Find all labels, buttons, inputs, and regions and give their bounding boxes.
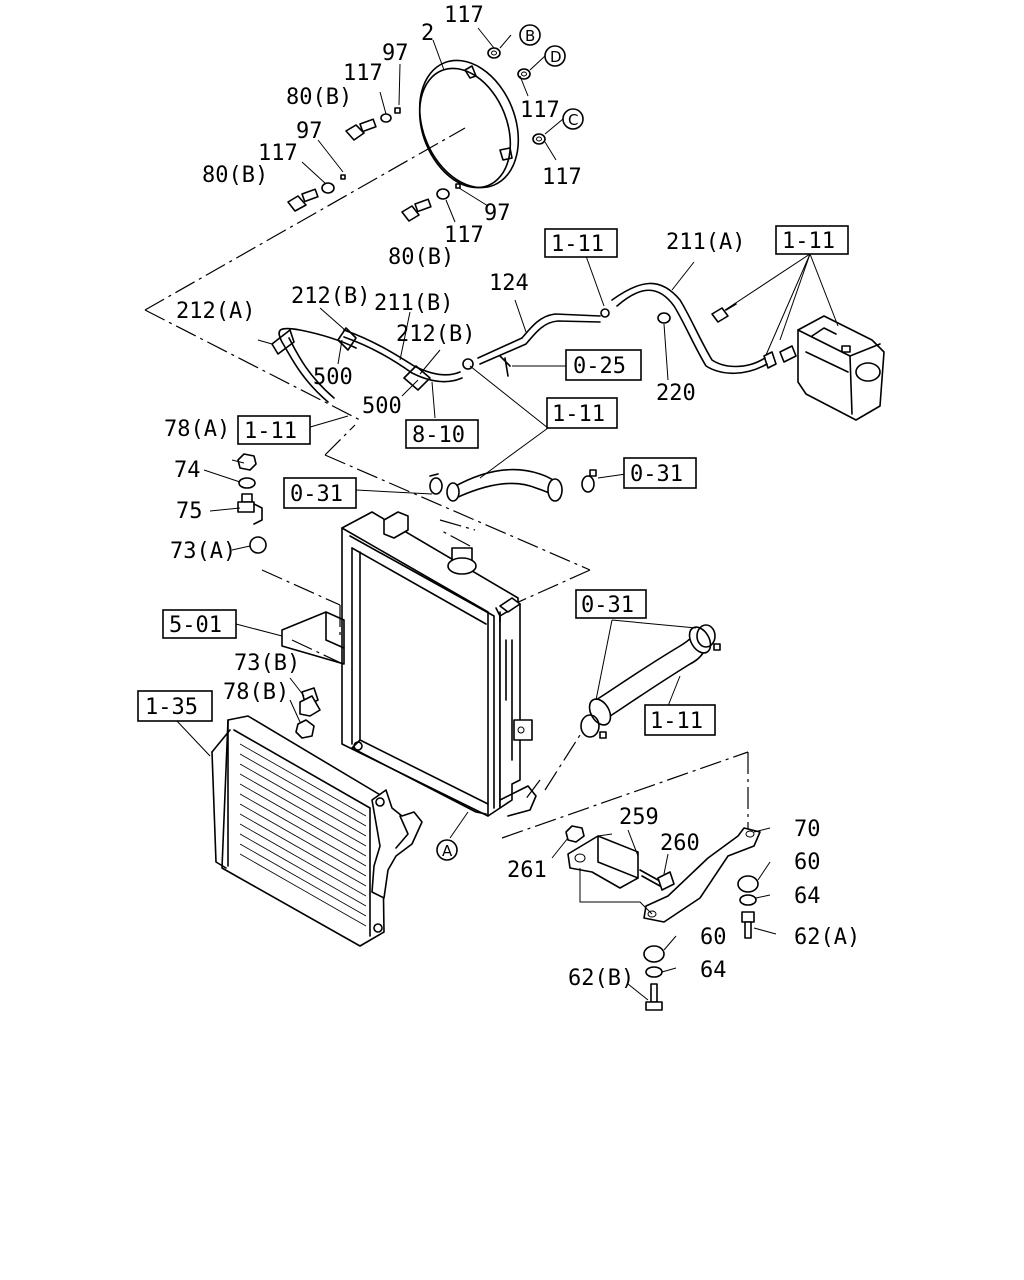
part-label: 212(B)	[396, 322, 475, 347]
part-label: 62(A)	[794, 925, 860, 950]
part-label: 78(B)	[223, 680, 289, 705]
ref-box	[775, 225, 849, 255]
upper-radiator-hose	[429, 468, 597, 502]
ref-box	[623, 457, 697, 489]
part-label: 211(B)	[374, 291, 453, 316]
connection-letter: B	[525, 27, 535, 45]
ref-box-label: 1-11	[552, 402, 605, 427]
part-label: 75	[176, 499, 203, 524]
ref-box-label: 0-31	[290, 482, 343, 507]
part-label: 62(B)	[568, 966, 634, 991]
connection-markers: B D C A	[436, 24, 584, 861]
ref-box	[162, 609, 237, 639]
part-labels: 117 2 97 117 80(B) 97 117 80(B) 117 117 …	[164, 3, 860, 991]
assembly-centerlines	[144, 127, 749, 839]
part-label: 117	[444, 3, 484, 28]
ref-box-label: 8-10	[412, 423, 465, 448]
part-label: 117	[444, 223, 484, 248]
fasteners-top	[287, 47, 546, 222]
part-label: 80(B)	[286, 85, 352, 110]
part-label: 73(B)	[234, 651, 300, 676]
part-label: 211(A)	[666, 230, 745, 255]
reference-boxes: 1-11 1-11 0-25 1-11 8-10 1-11 0-31 0-31 …	[137, 225, 849, 736]
ref-box	[137, 690, 213, 722]
part-label: 80(B)	[202, 163, 268, 188]
ref-box-label: 0-25	[573, 354, 626, 379]
part-label: 500	[313, 365, 353, 390]
ref-box	[405, 419, 479, 449]
part-label: 2	[421, 21, 434, 46]
part-label: 80(B)	[388, 245, 454, 270]
ref-box-label: 1-11	[782, 229, 835, 254]
part-label: 500	[362, 394, 402, 419]
leaders-lower	[175, 253, 839, 1001]
left-fasteners	[237, 453, 321, 739]
ref-box	[546, 397, 618, 429]
ref-box-label: 1-11	[244, 419, 297, 444]
connection-letter: D	[550, 48, 562, 66]
ref-box	[644, 704, 716, 736]
connection-circle-b	[519, 24, 541, 46]
connection-circle-c	[562, 108, 584, 130]
part-label: 260	[660, 831, 700, 856]
part-label: 220	[656, 381, 696, 406]
part-label: 78(A)	[164, 417, 230, 442]
intercooler	[211, 715, 423, 947]
part-label: 73(A)	[170, 539, 236, 564]
part-label: 97	[484, 201, 511, 226]
part-label: 261	[507, 858, 547, 883]
part-label: 212(B)	[291, 284, 370, 309]
part-label: 97	[296, 119, 323, 144]
part-label: 70	[794, 817, 821, 842]
ref-box	[237, 415, 311, 445]
bracket-5-01	[281, 611, 345, 665]
ref-box-label: 1-11	[551, 232, 604, 257]
ref-box-label: 0-31	[630, 462, 683, 487]
ref-box	[565, 349, 642, 381]
radiator-core	[341, 511, 537, 817]
ref-box-label: 0-31	[581, 593, 634, 618]
coolant-hoses	[271, 282, 797, 403]
ref-box	[575, 589, 647, 619]
part-label: 124	[489, 271, 529, 296]
part-label: 117	[258, 141, 298, 166]
part-label: 60	[700, 925, 727, 950]
lower-mount-brackets	[565, 825, 761, 1011]
part-label: 64	[700, 958, 727, 983]
reservoir-tank	[797, 315, 885, 421]
part-label: 117	[542, 165, 582, 190]
ref-box	[544, 228, 618, 258]
part-label: 117	[343, 61, 383, 86]
connection-circle-d	[544, 45, 566, 67]
part-label: 74	[174, 458, 201, 483]
leaders-top	[301, 27, 564, 223]
part-label: 97	[382, 41, 409, 66]
connection-letter: A	[442, 842, 453, 860]
part-label: 212(A)	[176, 299, 255, 324]
part-label: 60	[794, 850, 821, 875]
connection-circle-a	[436, 839, 458, 861]
part-label: 259	[619, 805, 659, 830]
connection-letter: C	[568, 111, 578, 129]
ref-box	[283, 477, 357, 509]
ref-box-label: 1-11	[650, 709, 703, 734]
part-label: 64	[794, 884, 821, 909]
ref-box-label: 1-35	[145, 695, 198, 720]
ref-box-label: 5-01	[169, 613, 222, 638]
part-label: 117	[520, 98, 560, 123]
fan-shroud-ring	[418, 59, 520, 189]
lower-radiator-hose	[580, 624, 721, 739]
